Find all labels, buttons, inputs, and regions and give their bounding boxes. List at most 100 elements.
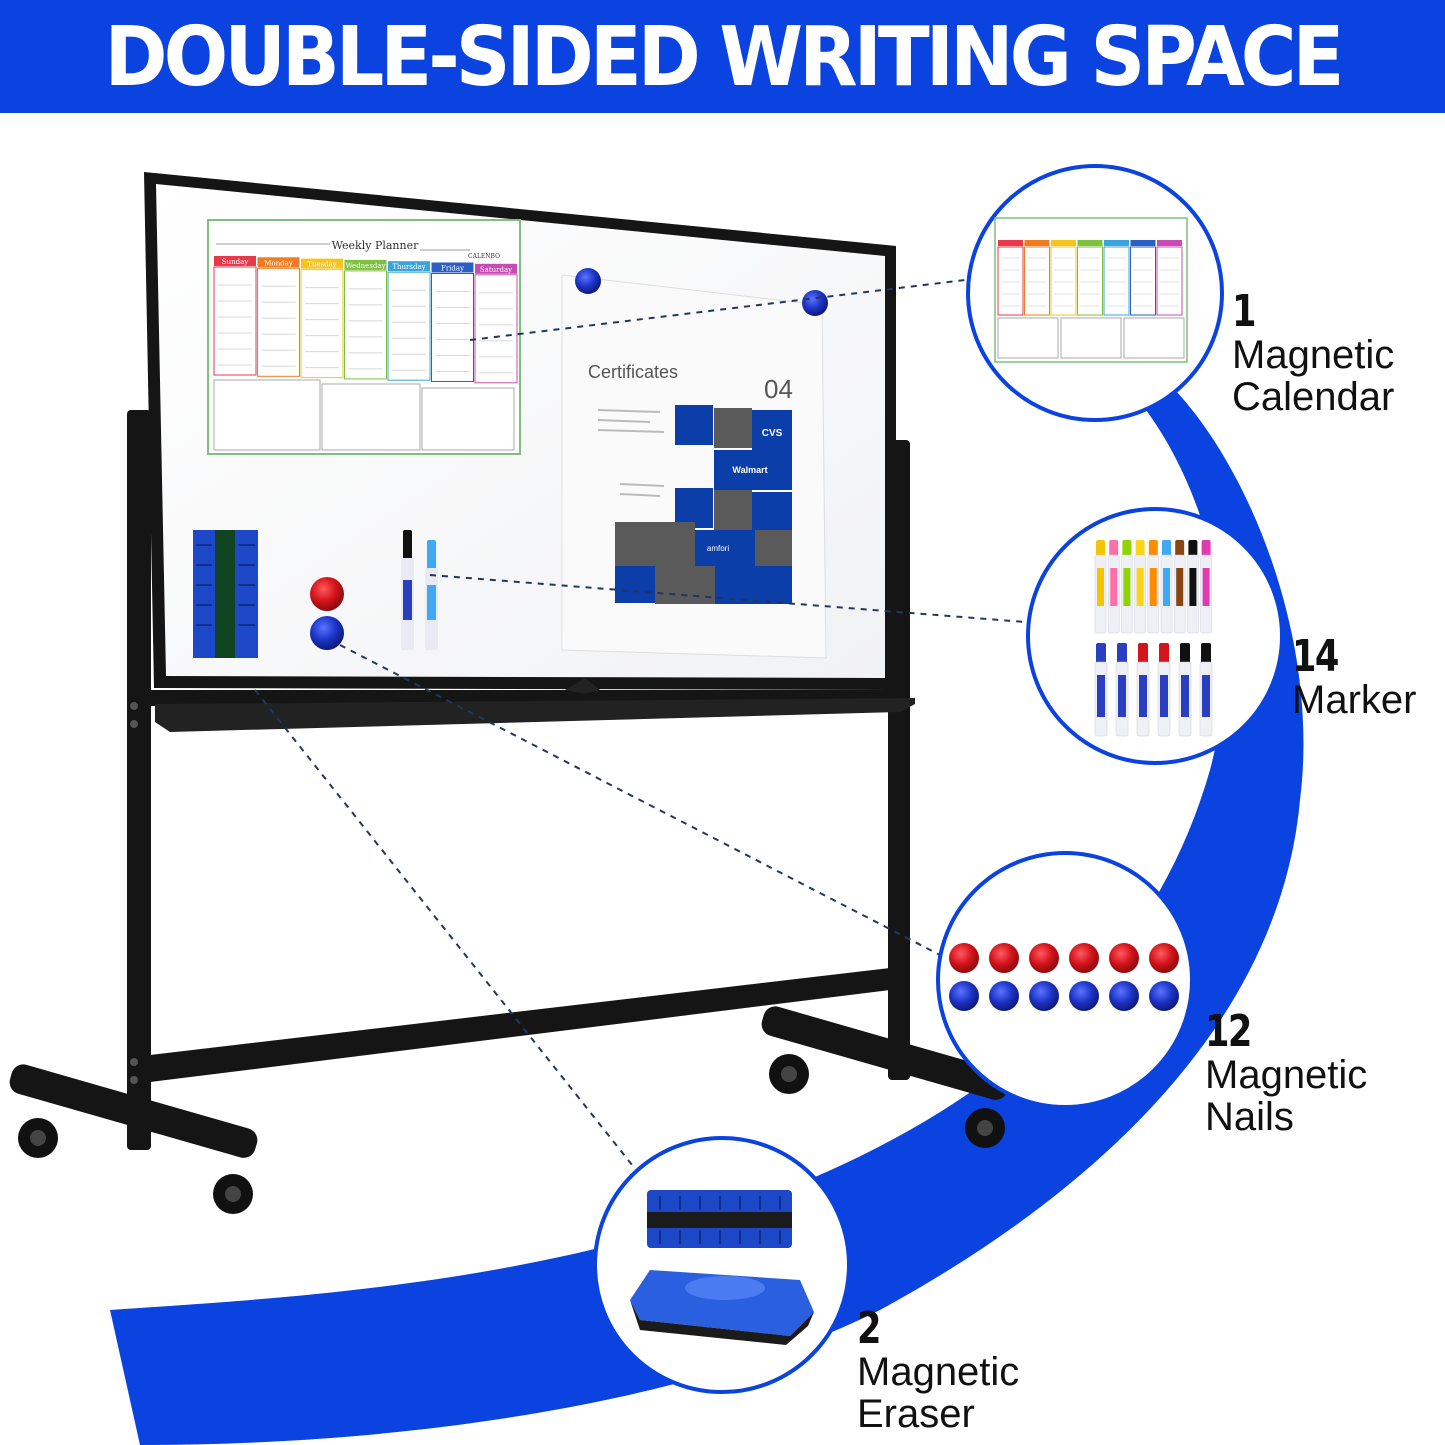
marker-stripe — [1160, 675, 1168, 717]
magnet-blue — [949, 981, 979, 1011]
planner-day-label: Thursday — [392, 263, 425, 271]
marker-icon — [1094, 540, 1213, 737]
calendar-icon — [994, 217, 1188, 363]
marker-cap — [1138, 643, 1148, 663]
callout-magnets — [936, 851, 1194, 1109]
planner-day-header — [214, 256, 256, 266]
marker-stripe — [1136, 568, 1144, 606]
magnet-icon — [949, 943, 1179, 1011]
planner-day-column — [257, 267, 300, 377]
mini-day-header — [1157, 240, 1182, 246]
bolts — [130, 702, 138, 1084]
mini-day-column — [1103, 246, 1130, 316]
planner-day-column — [474, 274, 518, 384]
planner-day-label: Monday — [264, 259, 293, 267]
board-magnet-blue — [310, 616, 344, 650]
poster-brand-amfori: amfori — [707, 544, 729, 553]
callout-markers — [1026, 507, 1284, 765]
marker-cap — [1159, 643, 1169, 663]
planner-day-header — [388, 261, 430, 272]
marker-stripe — [1163, 568, 1170, 606]
planner-day-column — [431, 273, 474, 382]
mini-day-column — [1130, 246, 1156, 316]
mini-day-header — [1130, 240, 1156, 246]
planner-day-header — [475, 263, 517, 274]
title-banner — [0, 0, 1445, 113]
label-eraser-line: Eraser — [857, 1392, 975, 1436]
callout-calendar — [966, 164, 1224, 422]
magnet-red — [989, 943, 1019, 973]
wheels — [18, 1054, 1005, 1214]
label-marker: 14 Marker — [1292, 631, 1417, 722]
eraser-icon — [630, 1190, 814, 1345]
marker-stripe — [1189, 568, 1197, 606]
label-eraser-line: Magnetic — [857, 1350, 1020, 1394]
planner-day-label: Friday — [441, 265, 464, 273]
mini-day-column — [1156, 246, 1183, 316]
magnet-blue — [1109, 981, 1139, 1011]
marker-stripe — [1110, 568, 1118, 606]
marker-stripe — [1202, 568, 1210, 606]
mini-day-column — [1024, 246, 1050, 316]
marker-cap — [1096, 540, 1105, 556]
banner-title: DOUBLE-SIDED WRITING SPACE — [104, 8, 1345, 105]
certificates-poster: Certificates 04 CVS Walmart amfori — [561, 274, 827, 659]
marker-cap — [1122, 540, 1132, 556]
planner-day-header — [301, 258, 343, 269]
label-calendar-line: Calendar — [1232, 375, 1395, 419]
planner-day-column — [344, 270, 387, 380]
magnet-red — [949, 943, 979, 973]
label-calendar: 1 Magnetic Calendar — [1232, 286, 1395, 419]
mini-day-header — [1051, 240, 1076, 246]
label-magnetic-nails: 12 Magnetic Nails — [1205, 1006, 1368, 1139]
planner-day-label: Tuesday — [307, 261, 337, 269]
marker-cap — [1180, 643, 1190, 663]
marker-stripe — [1176, 568, 1184, 606]
marker-cap — [1109, 540, 1119, 556]
board-handle — [565, 678, 600, 694]
mini-calendar-days — [997, 240, 1183, 316]
label-nails-line: Magnetic — [1205, 1053, 1368, 1097]
blue-swoosh — [110, 390, 1304, 1445]
mini-day-column — [1050, 246, 1077, 316]
marker-cap — [1135, 540, 1145, 556]
planner-day-column — [300, 269, 344, 379]
planner-day-header — [257, 257, 300, 268]
planner-day-label: Saturday — [480, 266, 512, 274]
mini-day-column — [1077, 246, 1103, 316]
marker-stripe — [1097, 568, 1104, 606]
marker-cap — [1117, 643, 1127, 663]
mini-day-column — [997, 246, 1024, 316]
marker-stripe — [1123, 568, 1131, 606]
mini-day-header — [1104, 240, 1129, 246]
planner-title: Weekly Planner — [332, 239, 419, 252]
magnet-red — [1149, 943, 1179, 973]
callout-erasers — [593, 1136, 851, 1394]
marker-stripe — [1097, 675, 1105, 717]
magnet-red — [1029, 943, 1059, 973]
marker-cap — [1201, 540, 1211, 556]
marker-stripe — [1202, 675, 1210, 717]
magnet-blue — [1149, 981, 1179, 1011]
planner-day-header — [431, 262, 474, 273]
mini-day-header — [1024, 240, 1050, 246]
marker-cap — [1148, 540, 1158, 556]
magnet-red — [1069, 943, 1099, 973]
mini-day-header — [998, 240, 1023, 246]
poster-title: Certificates — [588, 362, 678, 382]
board-magnet-blue — [575, 268, 601, 294]
magnet-blue — [1029, 981, 1059, 1011]
board-eraser — [193, 530, 258, 658]
planner-day-column — [213, 266, 257, 376]
label-marker-line: Marker — [1292, 678, 1417, 722]
marker-tray — [155, 698, 915, 732]
planner-day-column — [387, 271, 431, 381]
label-calendar-line: Magnetic — [1232, 333, 1395, 377]
label-magnetic-eraser: 2 Magnetic Eraser — [857, 1303, 1020, 1436]
poster-brand-walmart: Walmart — [732, 465, 767, 475]
poster-number: 04 — [764, 374, 793, 404]
planner-day-label: Sunday — [222, 258, 248, 266]
